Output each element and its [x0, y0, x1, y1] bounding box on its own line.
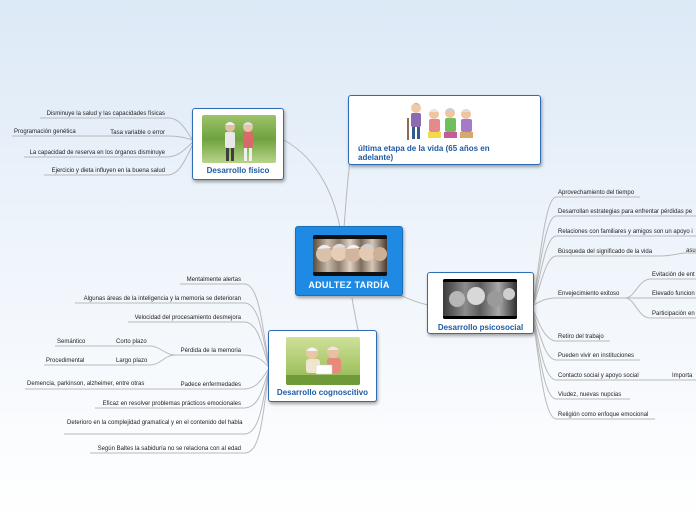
couple-walking-photo [202, 115, 276, 163]
leaf-social-contact-sub[interactable]: Importa [672, 373, 693, 379]
cognitive-development-node[interactable]: Desarrollo cognoscitivo [268, 330, 377, 402]
psychosocial-development-title: Desarrollo psicosocial [437, 323, 524, 332]
stage-title: última etapa de la vida (65 años en adel… [358, 144, 490, 162]
leaf-family-support[interactable]: Relaciones con familiares y amigos son u… [558, 229, 693, 235]
stage-node[interactable]: última etapa de la vida (65 años en adel… [348, 95, 541, 165]
leaf-institutions[interactable]: Pueden vivir en instituciones [558, 353, 635, 359]
elderly-group-photo [313, 235, 387, 276]
leaf-baltes-wisdom[interactable]: Según Baltes la sabiduría no se relacion… [97, 446, 241, 452]
leaf-processing-speed[interactable]: Velocidad del procesamiento desmejora [134, 315, 241, 321]
central-topic-title: ADULTEZ TARDÍA [308, 280, 390, 290]
leaf-procedural[interactable]: Procedimental [46, 358, 85, 364]
physical-development-title: Desarrollo físico [206, 166, 270, 175]
physical-development-node[interactable]: Desarrollo físico [192, 108, 284, 180]
leaf-retirement[interactable]: Retiro del trabajo [558, 334, 604, 340]
leaf-coping-strategies[interactable]: Desarrollan estrategias para enfrentar p… [558, 209, 693, 215]
central-topic-node[interactable]: ADULTEZ TARDÍA [295, 226, 403, 296]
leaf-high-function[interactable]: Elevado funcion [652, 291, 695, 297]
leaf-intelligence-memory-decline[interactable]: Algunas áreas de la inteligencia y la me… [83, 296, 241, 302]
leaf-illnesses[interactable]: Padece enfermedades [180, 382, 241, 388]
leaf-widowhood[interactable]: Viudez, nuevas nupcias [558, 392, 622, 398]
leaf-social-contact[interactable]: Contacto social y apoyo social [558, 373, 639, 379]
leaf-grammar-decline[interactable]: Deterioro en la complejidad gramatical y… [67, 420, 243, 426]
leaf-avoidance[interactable]: Evitación de ent [652, 272, 695, 278]
leaf-semantic[interactable]: Semántico [57, 339, 86, 345]
leaf-long-term[interactable]: Largo plazo [116, 358, 148, 364]
leaf-short-term[interactable]: Corto plazo [116, 339, 147, 345]
leaf-variable-rate-error[interactable]: Tasa variable o error [110, 130, 165, 136]
leaf-successful-aging[interactable]: Envejecimiento exitoso [558, 291, 620, 297]
leaf-mentally-alert[interactable]: Mentalmente alertas [186, 277, 241, 283]
leaf-organ-reserve-capacity[interactable]: La capacidad de reserva en los órganos d… [29, 150, 165, 156]
leaf-religion[interactable]: Religión como enfoque emocional [558, 412, 649, 418]
elderly-people-illustration [404, 100, 480, 142]
leaf-time-use[interactable]: Aprovechamiento del tiempo [558, 190, 635, 196]
couple-reading-photo [286, 337, 360, 385]
leaf-dementia[interactable]: Demencia, parkinson, alzheimer, entre ot… [27, 381, 145, 387]
leaf-physical-health-decline[interactable]: Disminuye la salud y las capacidades fís… [46, 111, 165, 117]
elderly-collage-photo [443, 279, 517, 319]
leaf-participation[interactable]: Participación en [652, 311, 695, 317]
leaf-memory-loss[interactable]: Pérdida de la memoria [180, 348, 241, 354]
leaf-meaning-sub[interactable]: asu [686, 248, 696, 254]
leaf-genetic-programming[interactable]: Programación genética [14, 129, 76, 135]
leaf-practical-problems[interactable]: Eficaz en resolver problemas prácticos e… [102, 401, 241, 407]
psychosocial-development-node[interactable]: Desarrollo psicosocial [427, 272, 534, 334]
leaf-meaning-of-life[interactable]: Búsqueda del significado de la vida [558, 249, 653, 255]
cognitive-development-title: Desarrollo cognoscitivo [276, 388, 369, 397]
leaf-exercise-diet[interactable]: Ejercicio y dieta influyen en la buena s… [51, 168, 165, 174]
